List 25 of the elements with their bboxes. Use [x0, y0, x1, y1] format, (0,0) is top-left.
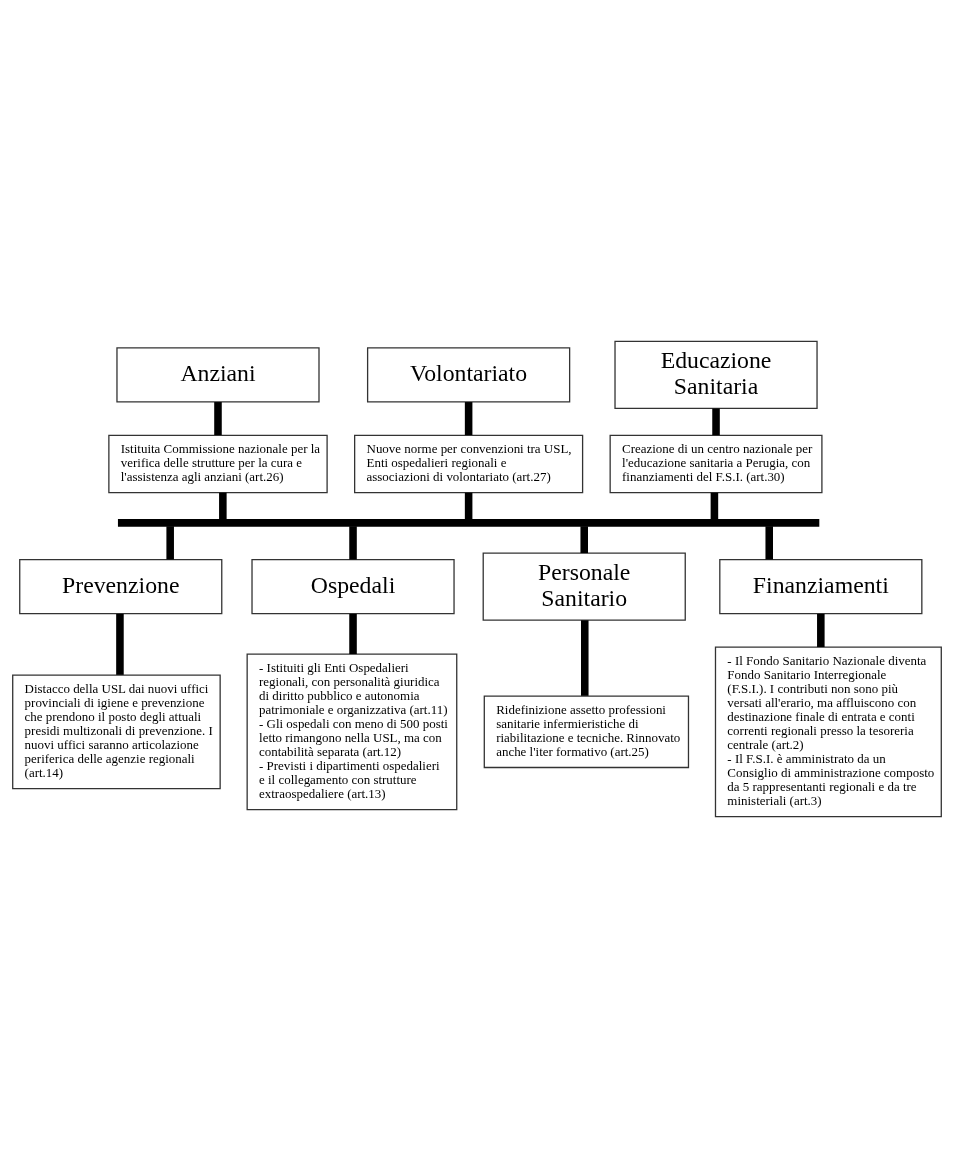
- connector: [817, 613, 825, 648]
- node-box: Volontariato: [366, 347, 571, 403]
- connector: [464, 492, 473, 520]
- connector: [214, 402, 222, 436]
- connector: [581, 620, 589, 696]
- node-box: Prevenzione: [19, 558, 223, 615]
- node-box: Nuove norme per convenzioni tra USL, Enti ospedalieri regionali e associazioni di volontariato (art.27): [354, 434, 584, 494]
- node-box: Anziani: [116, 347, 320, 403]
- node-bar: [117, 518, 820, 527]
- node-box: Educazione Sanitaria: [614, 340, 818, 409]
- node-box: - Istituiti gli Enti Ospedalieri regionali, con personalità giuridica di diritto pubblico e autonomia patrimoniale e organizzativa (art.11) - Gli ospedali con meno di 500 posti letto rimangono nella USL, ma con contabilità separata (art.12) - Previsti i dipartimenti ospedalieri e il collegamento con strutture extraospedaliere (art.13): [246, 653, 458, 811]
- connector: [710, 492, 719, 520]
- connector: [116, 613, 124, 675]
- node-box: Istituita Commissione nazionale per la verifica delle strutture per la cura e l'assistenza agli anziani (art.26): [108, 434, 328, 494]
- node-box: Ospedali: [251, 558, 455, 615]
- connector: [464, 402, 473, 436]
- connector: [349, 613, 357, 655]
- node-box: Distacco della USL dai nuovi uffici provinciali di igiene e prevenzione che prendono il posto degli attuali presidi multizonali di prevenzione. I nuovi uffici saranno articolazione periferica delle agenzie regionali (art.14): [12, 674, 221, 790]
- node-box: Creazione di un centro nazionale per l'educazione sanitaria a Perugia, con finanziamenti del F.S.I. (art.30): [609, 434, 823, 494]
- node-box: - Il Fondo Sanitario Nazionale diventa Fondo Sanitario Interregionale (F.S.I.). I contributi non sono più versati all'erario, ma affluiscono con destinazione finale di entrata e conti correnti regionali presso la tesoreria centrale (art.2) - Il F.S.I. è amministrato da un Consiglio di amministrazione composto da 5 rappresentanti regionali e da tre ministeriali (art.3): [714, 646, 942, 818]
- connector: [219, 492, 227, 520]
- node-box: Finanziamenti: [719, 558, 923, 615]
- node-box: Ridefinizione assetto professioni sanitarie infermieristiche di riabilitazione e tecniche. Rinnovato anche l'iter formativo (art.25): [483, 695, 690, 769]
- connector: [712, 408, 720, 436]
- node-box: Personale Sanitario: [482, 552, 686, 621]
